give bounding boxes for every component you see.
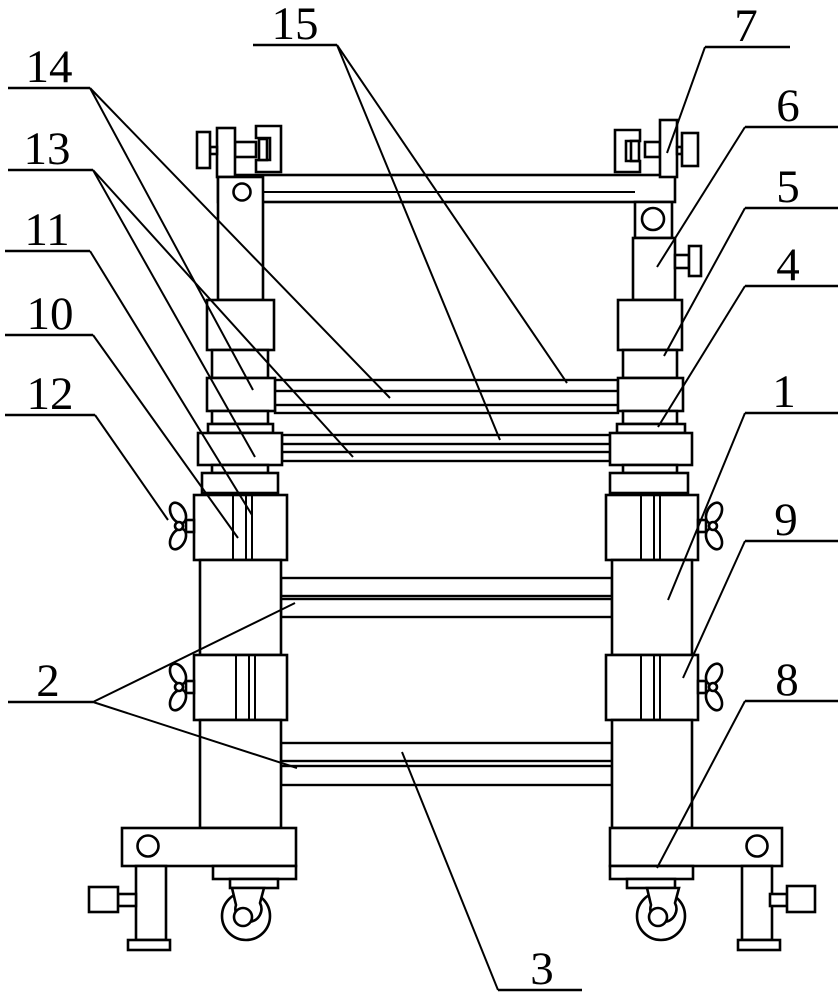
top-beam [216,173,677,204]
callout-label-9: 9 [774,494,798,546]
side-knob [687,244,703,278]
right-mid-post [610,558,694,657]
callout-12: 12 [5,368,169,521]
wing-nut-lower-right [696,659,727,715]
leader-line-6 [656,126,746,268]
pivot-hole [232,182,252,202]
wing-nut-upper-right [696,498,727,554]
callout-5: 5 [663,161,838,357]
callout-label-11: 11 [24,204,69,256]
caster-hub [232,906,254,928]
wing-nut-upper-left [165,498,196,554]
left-lower-post [198,718,283,830]
callout-label-3: 3 [530,943,554,995]
callout-label-1: 1 [772,366,796,418]
right-base-assembly [608,826,817,952]
clamp-screw-shaft [233,140,258,159]
crossbar-group-upper-2 [280,433,612,463]
clamp-post [215,126,237,179]
leg-knob [785,884,817,914]
leader-line-12 [94,414,169,521]
callout-14: 14 [8,41,391,399]
crossbar-group-upper-1 [273,378,620,415]
crossbar-group-middle [279,576,614,619]
leader-line-15 [336,44,501,441]
hinge-hole [640,206,666,232]
callout-6: 6 [656,80,838,268]
crossbar-socket-block [608,431,694,467]
callout-2: 2 [8,602,298,769]
callout-1: 1 [667,366,838,601]
wing-nut-lower-left [165,659,196,715]
callout-label-4: 4 [776,239,800,291]
callout-label-8: 8 [775,654,799,706]
leader-line-5 [663,207,746,357]
crossbar-socket-block [616,376,685,413]
leg-foot [126,938,172,952]
leader-line-10 [92,334,239,539]
leg-foot [736,938,782,952]
callout-label-10: 10 [27,288,74,340]
crossbar-group-lower [279,741,614,787]
crossbar-socket-block [205,376,277,413]
leader-line-8 [656,700,746,869]
clamp-knob [680,131,700,168]
base-plate [608,826,784,868]
base-plate-hole [136,834,160,858]
leader-line-14 [89,87,254,391]
leader-line-15 [336,44,568,384]
top-left-clamp [195,124,283,179]
callout-13: 13 [8,123,354,458]
callout-4: 4 [657,239,838,428]
leveling-leg [740,864,774,942]
right-lower-post [610,718,694,830]
callout-label-14: 14 [26,41,73,93]
callout-label-12: 12 [27,368,74,420]
leader-line-2 [92,602,296,703]
callout-label-2: 2 [36,655,60,707]
upper-clamp-block [604,493,700,562]
left-column [192,175,289,830]
leader-line-7 [666,46,706,154]
callout-10: 10 [5,288,239,539]
leader-line-3 [401,751,499,991]
callout-7: 7 [666,0,790,154]
caster-hub [647,906,669,928]
leg-knob [87,885,120,914]
left-mid-post [198,558,283,657]
callout-label-15: 15 [272,0,319,50]
callout-label-13: 13 [24,123,71,175]
callout-8: 8 [656,654,838,869]
leader-line-9 [682,540,746,679]
clamp-screw-shaft [643,140,662,159]
clamp-knob [195,130,212,170]
callout-9: 9 [682,494,838,679]
base-plate-hole [745,834,769,858]
leader-line-1 [667,412,746,601]
leader-line-13 [92,169,354,458]
lower-clamp-block [604,653,700,722]
callout-label-5: 5 [776,161,800,213]
callout-11: 11 [5,204,253,516]
callout-3: 3 [401,751,582,995]
leader-line-13 [92,169,256,458]
leader-line-4 [657,285,746,428]
callout-15: 15 [253,0,568,441]
leader-line-2 [92,701,298,769]
callout-layer: 15 76 5 4 1 9 8 14 13 11 10 12 2 3 [5,0,838,995]
caster-plate [608,864,695,881]
caster-plate [211,864,298,881]
upper-clamp-block [192,493,289,562]
top-right-clamp [613,118,700,179]
callout-label-7: 7 [734,0,758,52]
leader-line-14 [89,87,391,399]
leveling-leg [134,864,168,942]
right-column [604,200,703,830]
leader-line-11 [89,250,253,516]
callout-label-6: 6 [776,80,800,132]
left-base-assembly [87,826,298,952]
lower-clamp-block [192,653,289,722]
